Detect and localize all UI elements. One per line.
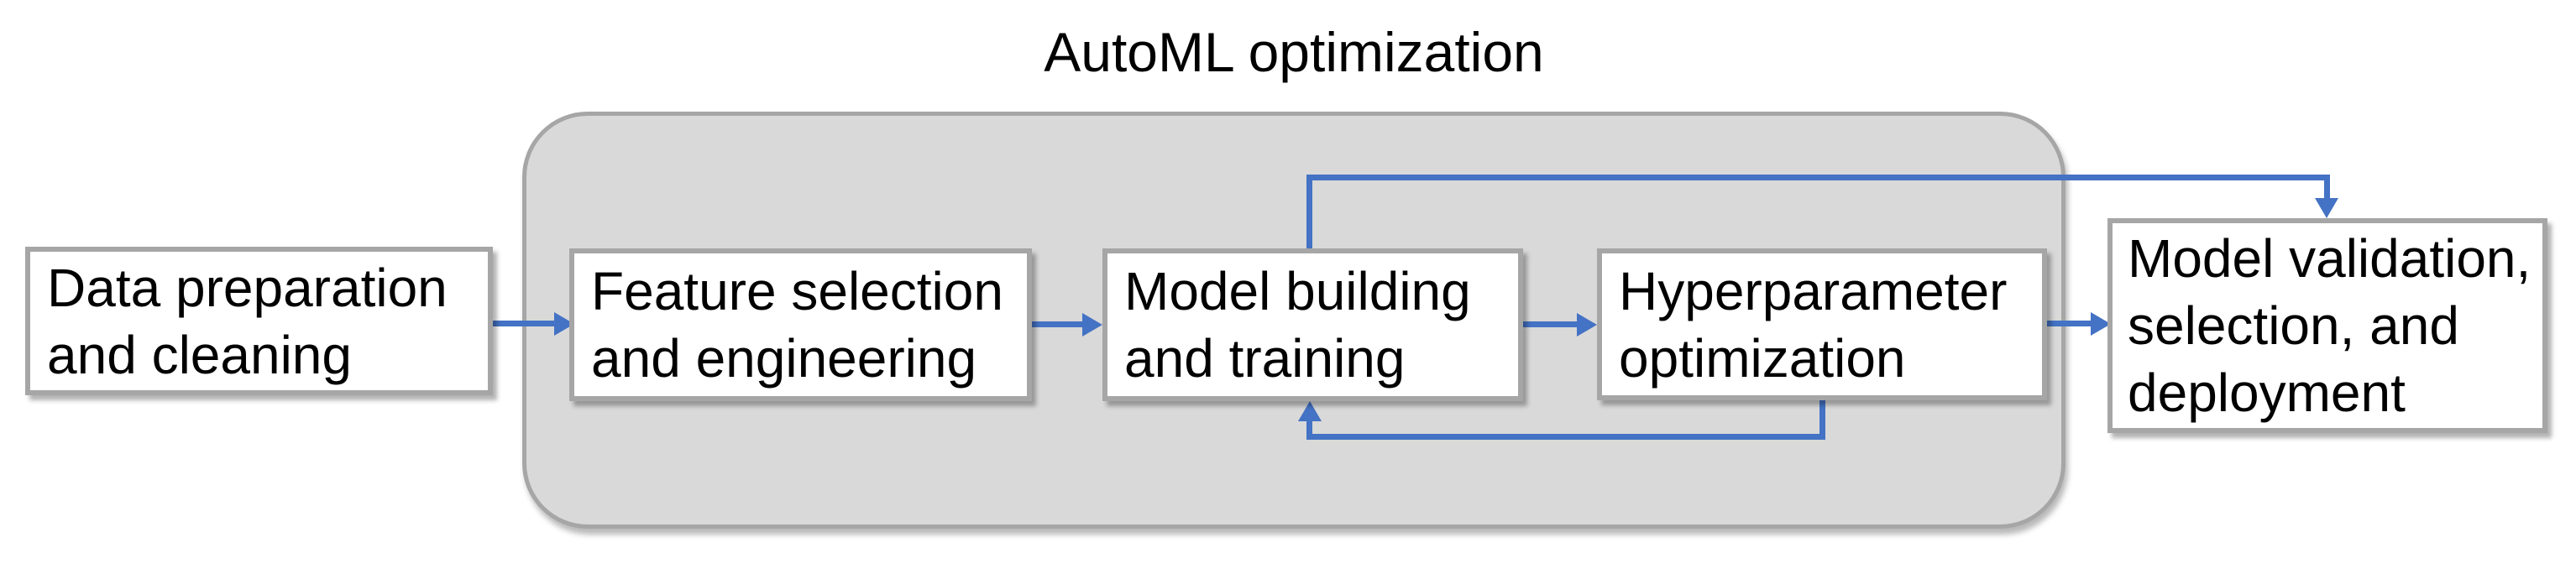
node-text-line: optimization (1619, 327, 1906, 389)
node-text-line: Data preparation (47, 257, 448, 318)
node-text-line: and training (1124, 328, 1406, 389)
arrow-feedback-vertical-drop (1819, 400, 1825, 440)
node-text-line: and engineering (591, 328, 977, 389)
node-text-line: selection, and (2128, 295, 2459, 356)
arrow-featuresel-to-modelbuild-head (1082, 313, 1102, 337)
arrow-dataprep-to-featuresel-shaft (493, 321, 555, 326)
node-text-line: Model building (1124, 261, 1471, 321)
node-model-building: Model building and training (1102, 248, 1523, 401)
node-model-validation: Model validation, selection, and deploym… (2107, 218, 2547, 433)
node-text-line: Model validation, (2128, 228, 2531, 289)
node-feature-selection: Feature selection and engineering (569, 248, 1032, 401)
arrow-toploop-head (2315, 198, 2338, 218)
arrow-featuresel-to-modelbuild-shaft (1032, 321, 1083, 327)
arrow-feedback-horizontal (1306, 434, 1825, 440)
diagram-title: AutoML optimization (1044, 21, 1544, 83)
arrow-feedback-head (1298, 401, 1322, 421)
arrow-toploop-vertical-drop (2324, 175, 2330, 200)
arrow-modelbuild-to-hyperparam-shaft (1523, 321, 1578, 327)
node-text-line: and cleaning (47, 324, 352, 385)
arrow-toploop-horizontal (1306, 175, 2330, 180)
node-text-line: deployment (2128, 363, 2406, 423)
arrow-toploop-vertical-rise (1306, 175, 1312, 248)
node-text-line: Feature selection (591, 261, 1003, 321)
node-data-preparation: Data preparation and cleaning (25, 247, 493, 395)
node-text-line: Hyperparameter (1619, 260, 2008, 321)
node-hyperparameter-optimization: Hyperparameter optimization (1597, 248, 2047, 400)
arrow-modelbuild-to-hyperparam-head (1577, 313, 1597, 337)
arrow-hyperparam-to-validation-shaft (2047, 321, 2092, 326)
arrow-feedback-vertical-rise (1306, 420, 1312, 440)
